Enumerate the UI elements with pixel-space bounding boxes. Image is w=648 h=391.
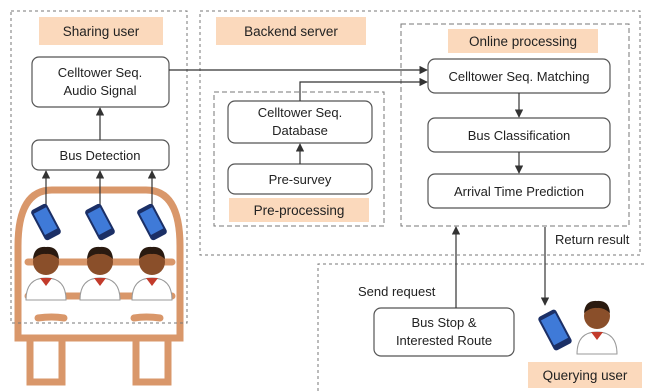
backend-server-header <box>216 17 366 45</box>
bus-detection-label: Bus Detection <box>60 148 141 163</box>
database-label-line1: Celltower Seq. <box>258 105 343 120</box>
person-icon <box>131 246 173 301</box>
sharing-user-title: Sharing user <box>63 24 140 39</box>
sharing-user-header <box>39 17 163 45</box>
person-icon <box>576 300 618 355</box>
backend-server-title: Backend server <box>244 24 338 39</box>
return-result-label: Return result <box>555 232 630 247</box>
pre-survey-label: Pre-survey <box>269 172 332 187</box>
querying-user-region <box>317 263 646 391</box>
smartphone-icon <box>85 203 115 241</box>
bus-stop-box <box>373 307 515 357</box>
online-processing-title: Online processing <box>469 34 577 49</box>
connector-group <box>41 65 550 308</box>
smartphone-icon <box>31 203 61 241</box>
bus-stop-label-line1: Bus Stop & <box>411 315 476 330</box>
database-label-line2: Database <box>272 123 328 138</box>
arrow-database-to-matching <box>299 77 428 101</box>
audio-signal-label-line2: Audio Signal <box>64 83 137 98</box>
bus-stop-label-line2: Interested Route <box>396 333 492 348</box>
querying-user-header <box>528 362 642 388</box>
smartphone-icon <box>538 309 572 351</box>
arrival-prediction-box <box>427 173 611 209</box>
audio-signal-label-line1: Celltower Seq. <box>58 65 143 80</box>
arrival-prediction-label: Arrival Time Prediction <box>454 184 584 199</box>
online-processing-header <box>448 29 598 53</box>
pre-processing-title: Pre-processing <box>254 203 345 218</box>
smartphone-icon <box>137 203 167 241</box>
matching-label: Celltower Seq. Matching <box>449 69 590 84</box>
audio-signal-box <box>31 56 170 108</box>
querying-user-title: Querying user <box>543 368 628 383</box>
classification-label: Bus Classification <box>468 128 571 143</box>
sharing-user-region <box>10 10 188 324</box>
pre-processing-region <box>213 91 385 227</box>
person-icon <box>25 246 67 301</box>
person-icon <box>79 246 121 301</box>
online-processing-region <box>400 23 630 227</box>
send-request-label: Send request <box>358 284 436 299</box>
pre-processing-header <box>229 198 369 222</box>
